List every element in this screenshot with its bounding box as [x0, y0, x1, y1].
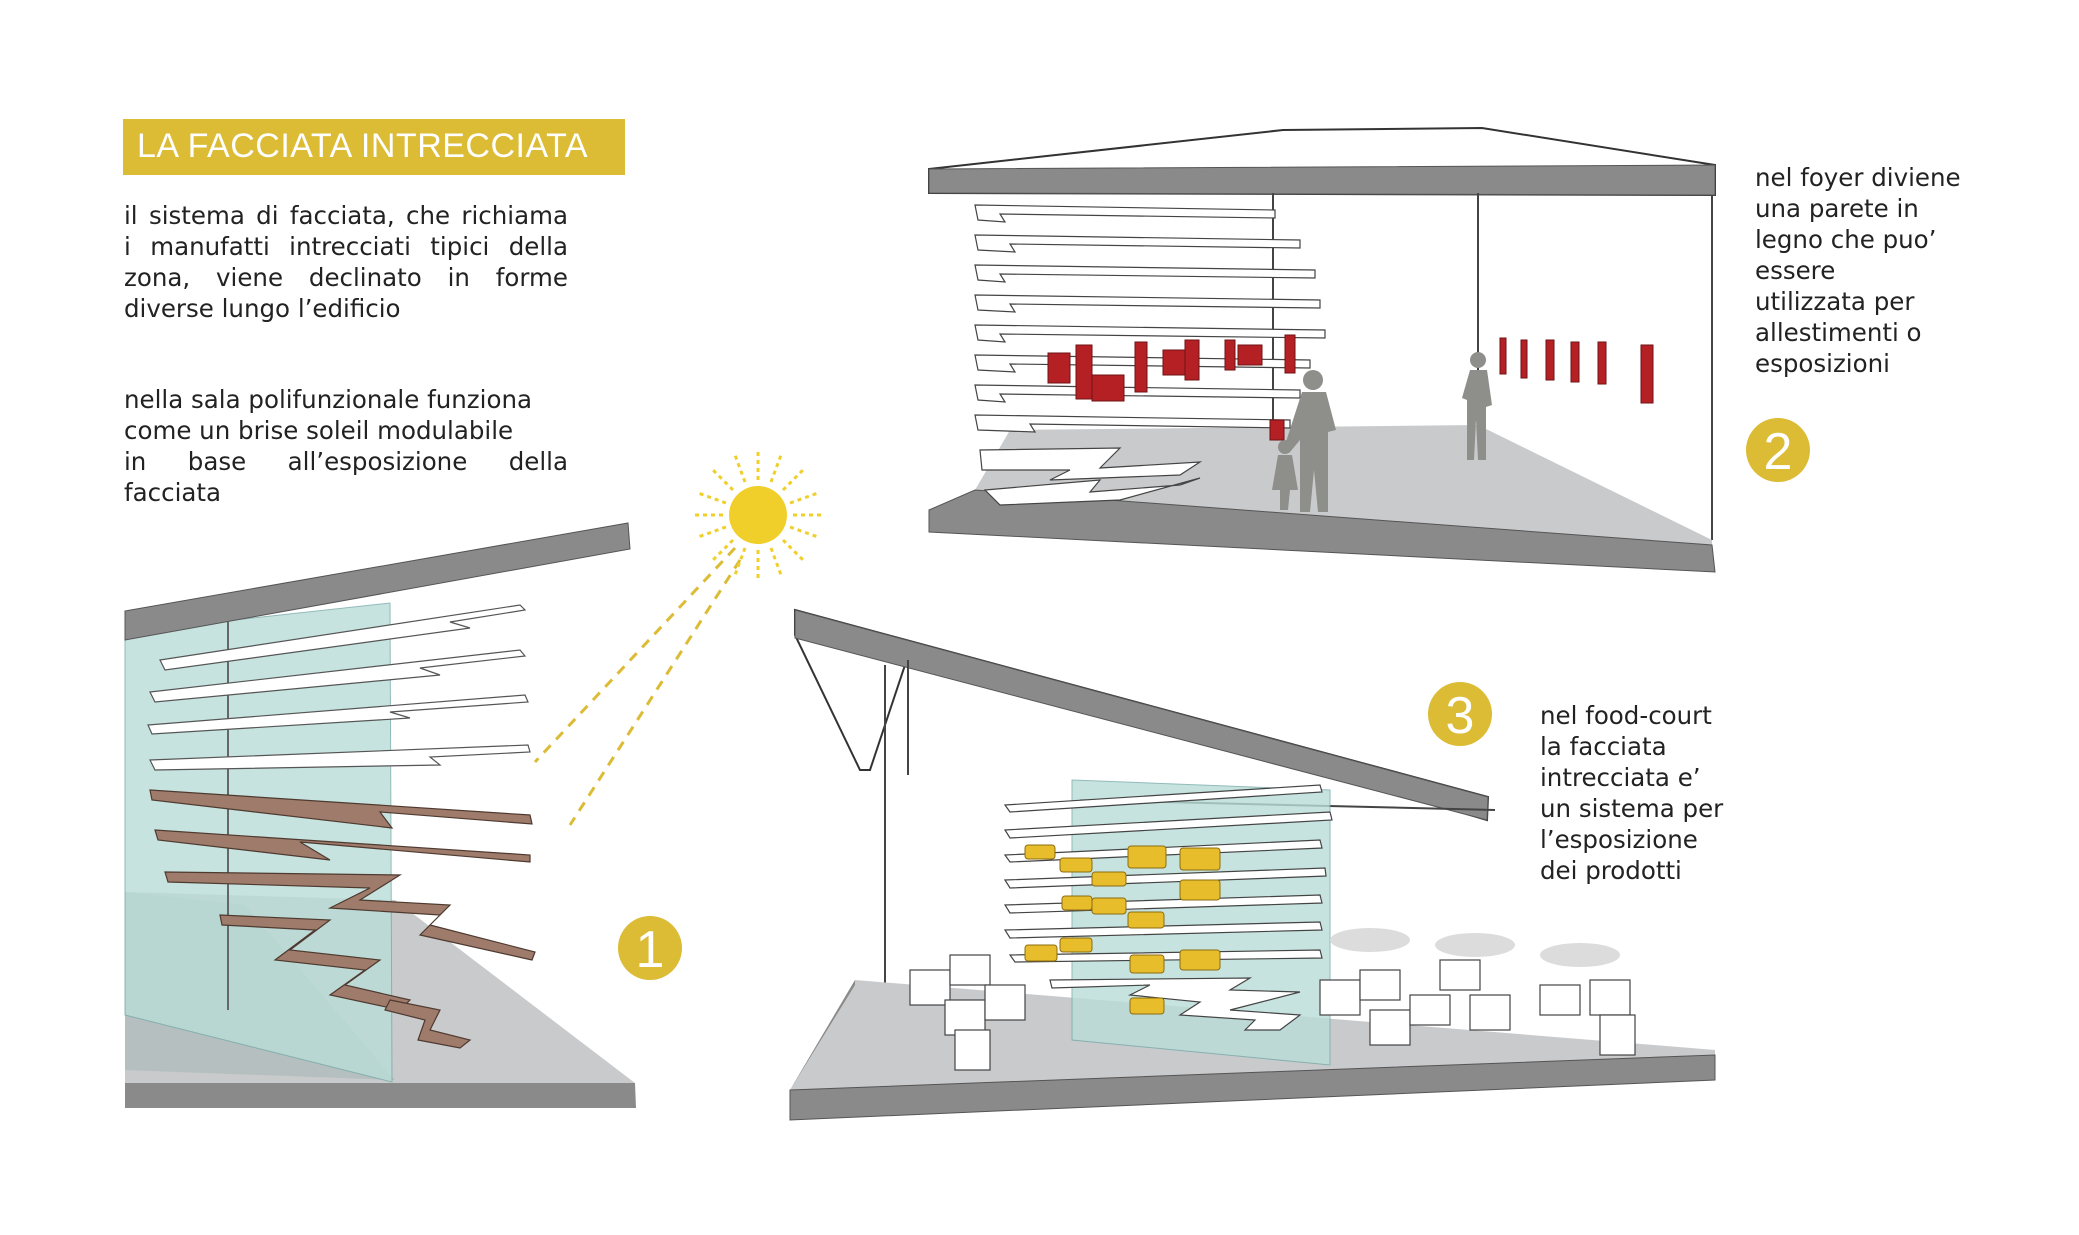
tables-chairs-3: [909, 954, 1636, 1071]
foyer-paragraph: nel foyer diviene una parete in legno ch…: [1755, 162, 1961, 379]
foyer-line: allestimenti o: [1755, 318, 1922, 347]
intro-line: diverse lungo l’edificio: [124, 294, 401, 323]
floor-2: [928, 489, 1716, 573]
view-2-foyer: 2: [928, 126, 1810, 573]
roof-1: [124, 522, 631, 641]
foyer-line: una parete in: [1755, 194, 1919, 223]
food-court-paragraph: nel food-court la facciata intrecciata e…: [1540, 700, 1723, 886]
sun-ray-2: [568, 559, 742, 826]
sun-icon: [693, 450, 823, 580]
intro-line: i manufatti intrecciati tipici della: [124, 232, 568, 261]
slats-1: [147, 604, 531, 771]
view-3-food-court: 3: [789, 608, 1716, 1121]
foyer-line: legno che puo’: [1755, 225, 1937, 254]
red-panels-2: [1047, 334, 1654, 441]
food-line: dei prodotti: [1540, 856, 1682, 885]
badge-3: [1428, 682, 1492, 746]
foyer-line: utilizzata per: [1755, 287, 1915, 316]
title-banner: LA FACCIATA INTRECCIATA: [123, 119, 625, 175]
shadows-3: [1330, 928, 1620, 967]
badge-3-label: 3: [1446, 687, 1475, 745]
sala-line: in base all’esposizione della: [124, 447, 568, 476]
intro-paragraph: il sistema di facciata, che richiama i m…: [124, 200, 568, 324]
sala-line: come un brise soleil modulabile: [124, 416, 514, 445]
sala-paragraph: nella sala polifunzionale funziona come …: [124, 384, 568, 508]
yellow-boxes-3: [1024, 844, 1221, 1015]
sala-line: facciata: [124, 478, 222, 507]
food-line: l’esposizione: [1540, 825, 1698, 854]
floor-3: [789, 1054, 1716, 1121]
badge-2: [1746, 418, 1810, 482]
food-line: la facciata: [1540, 732, 1667, 761]
food-line: intrecciata e’: [1540, 763, 1701, 792]
intro-line: il sistema di facciata, che richiama: [124, 201, 568, 230]
badge-1: [618, 916, 682, 980]
intro-line: zona, viene declinato in forme: [124, 263, 568, 292]
foyer-line: nel foyer diviene: [1755, 163, 1961, 192]
food-line: un sistema per: [1540, 794, 1724, 823]
food-line: nel food-court: [1540, 701, 1712, 730]
sun-ray-1: [533, 546, 737, 764]
view-1-sala-polifunzionale: 1: [124, 522, 742, 1108]
wood-slats-1: [149, 789, 536, 1049]
wood-wall-2: [974, 204, 1326, 506]
foyer-line: esposizioni: [1755, 349, 1890, 378]
floor-1: [125, 892, 636, 1108]
page-title: LA FACCIATA INTRECCIATA: [137, 127, 589, 165]
people-2: [1272, 352, 1492, 512]
badge-1-label: 1: [636, 921, 665, 979]
badge-2-label: 2: [1764, 423, 1793, 481]
foyer-line: essere: [1755, 256, 1836, 285]
sala-line: nella sala polifunzionale funziona: [124, 385, 532, 414]
